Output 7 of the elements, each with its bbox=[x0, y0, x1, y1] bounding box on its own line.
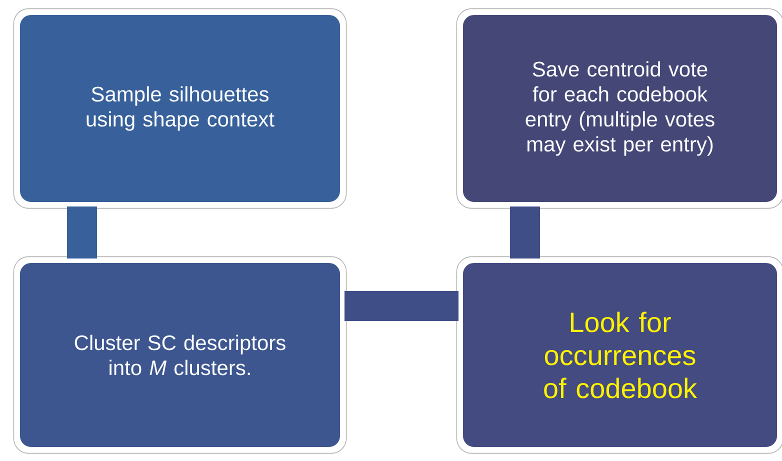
process-box: Cluster SC descriptors into M clusters. bbox=[14, 257, 346, 453]
process-box: Look for occurrences of codebook bbox=[457, 257, 782, 453]
connector-bar bbox=[67, 206, 97, 258]
process-box: Save centroid vote for each codebook entry (multiple votes may exist per entry) bbox=[457, 9, 782, 208]
connector-bar bbox=[510, 206, 540, 258]
connector-bar bbox=[344, 291, 458, 321]
process-box: Sample silhouettes using shape context bbox=[14, 9, 346, 208]
